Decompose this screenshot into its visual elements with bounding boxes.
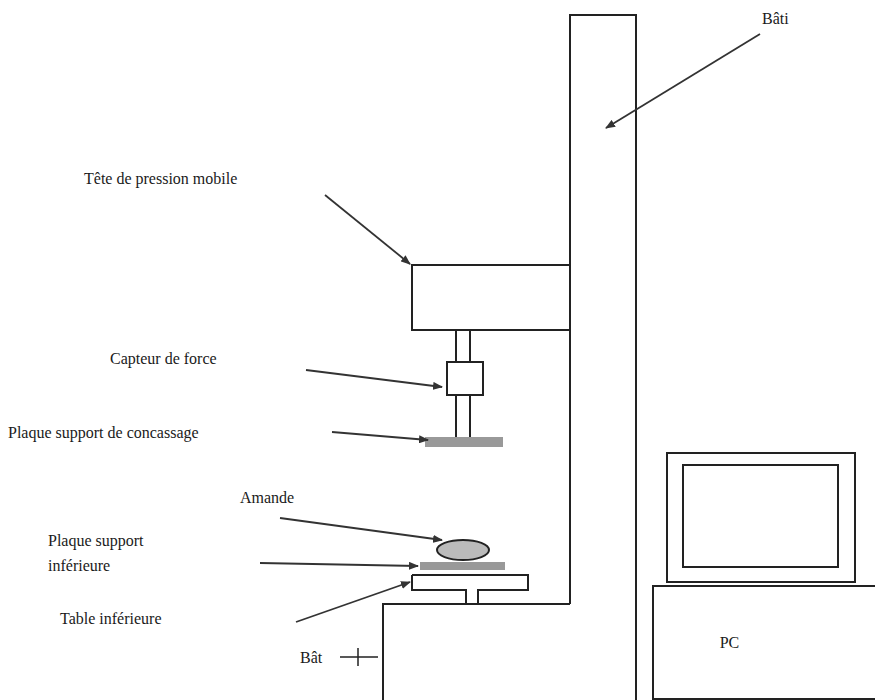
part-label: Bât [300,645,322,670]
frame-column [570,15,636,700]
leader-line [340,648,378,666]
almond [437,540,489,560]
part-label: Plaque support de concassage [8,420,199,445]
leader-arrow [260,563,418,566]
part-label: Amande [240,485,294,510]
part-label: Bâti [762,6,789,31]
screen [683,465,838,567]
leader-arrow [325,195,410,264]
force-sensor [447,362,483,395]
leader-arrow [296,582,410,622]
upper-plate [425,437,503,447]
press-head [412,265,570,330]
frame-base [383,604,570,700]
part-label: Tête de pression mobile [84,166,237,191]
computer-unit: PC [652,585,875,700]
lower-table [412,575,528,604]
monitor [667,453,855,582]
lower-plate [420,562,505,570]
part-label: Plaque support inférieure [48,528,160,578]
leader-arrow [332,432,428,440]
part-label: Table inférieure [60,606,161,631]
node-label: PC [720,634,740,652]
leader-arrow [280,518,442,540]
part-label: Capteur de force [110,346,217,371]
leader-arrow [306,370,442,387]
leader-arrow [606,34,760,128]
